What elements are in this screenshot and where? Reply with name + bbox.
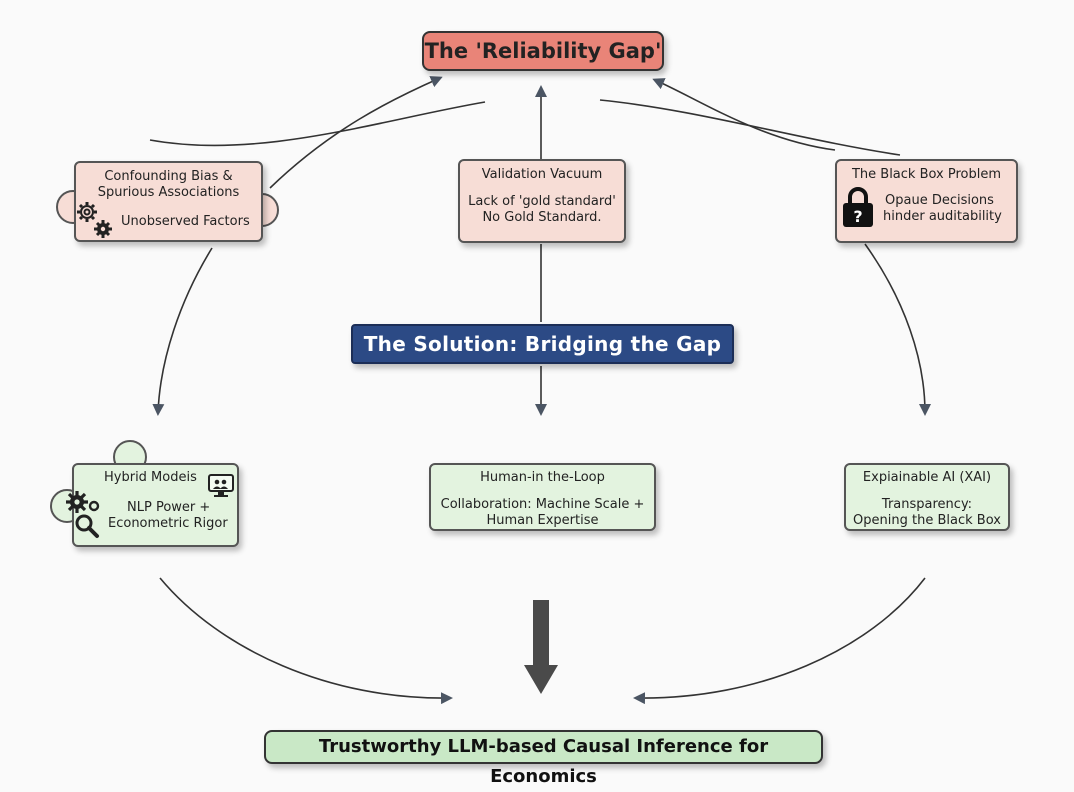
validation-detail-1: Lack of 'gold standard' <box>468 194 616 209</box>
xai-title: Expiainable AI (XAI) <box>862 470 992 485</box>
validation-title: Validation Vacuum <box>481 167 603 182</box>
human-detail-1: Collaboration: Machine Scale + <box>440 497 645 512</box>
confounding-title-2: Spurious Associations <box>97 185 240 200</box>
explainable-ai-box: Expiainable AI (XAI) Transparency: Openi… <box>844 463 1010 531</box>
arrow-blackbox-to-xai <box>864 243 931 416</box>
monitor-icon <box>208 474 234 497</box>
gears-icon <box>77 202 112 238</box>
arrow-blackbox-to-gap <box>652 78 836 151</box>
hybrid-detail-1: NLP Power + <box>127 500 211 515</box>
xai-detail-2: Opening the Black Box <box>853 513 1001 528</box>
human-in-the-loop-box: Human-in the-Loop Collaboration: Machine… <box>429 463 656 531</box>
reliability-gap-title: The 'Reliability Gap' <box>422 31 664 71</box>
arrow-xai-to-outcome <box>633 577 926 705</box>
padlock-question-icon: ? <box>843 187 873 227</box>
xai-detail-1: Transparency: <box>881 497 973 512</box>
human-title: Human-in the-Loop <box>480 470 605 485</box>
arc-right-top <box>599 99 901 156</box>
gears-icon <box>66 491 100 538</box>
solution-banner: The Solution: Bridging the Gap <box>351 324 734 364</box>
confounding-detail: Unobserved Factors <box>121 214 250 229</box>
blackbox-detail-1: Opaue Decisions <box>885 193 994 208</box>
big-down-arrow <box>524 600 558 694</box>
svg-text:?: ? <box>853 207 862 226</box>
validation-vacuum-box: Validation Vacuum Lack of 'gold standard… <box>458 159 626 243</box>
arrow-confounding-to-hybrid <box>152 247 213 416</box>
hybrid-detail-2: Econometric Rigor <box>108 516 228 531</box>
arrow-confounding-to-gap <box>269 76 443 189</box>
human-detail-2: Human Expertise <box>486 513 599 528</box>
confounding-title-1: Confounding Bias & <box>104 169 233 184</box>
blackbox-title: The Black Box Problem <box>851 167 1002 182</box>
arc-left-top <box>149 101 486 147</box>
blackbox-detail-2: hinder auditability <box>883 209 1002 224</box>
outcome-title: Trustworthy LLM-based Causal Inference f… <box>264 730 823 787</box>
validation-detail-2: No Gold Standard. <box>482 210 602 225</box>
hybrid-title: Hybrid Modeis <box>104 470 197 485</box>
arrow-hybrid-to-outcome <box>159 577 453 705</box>
